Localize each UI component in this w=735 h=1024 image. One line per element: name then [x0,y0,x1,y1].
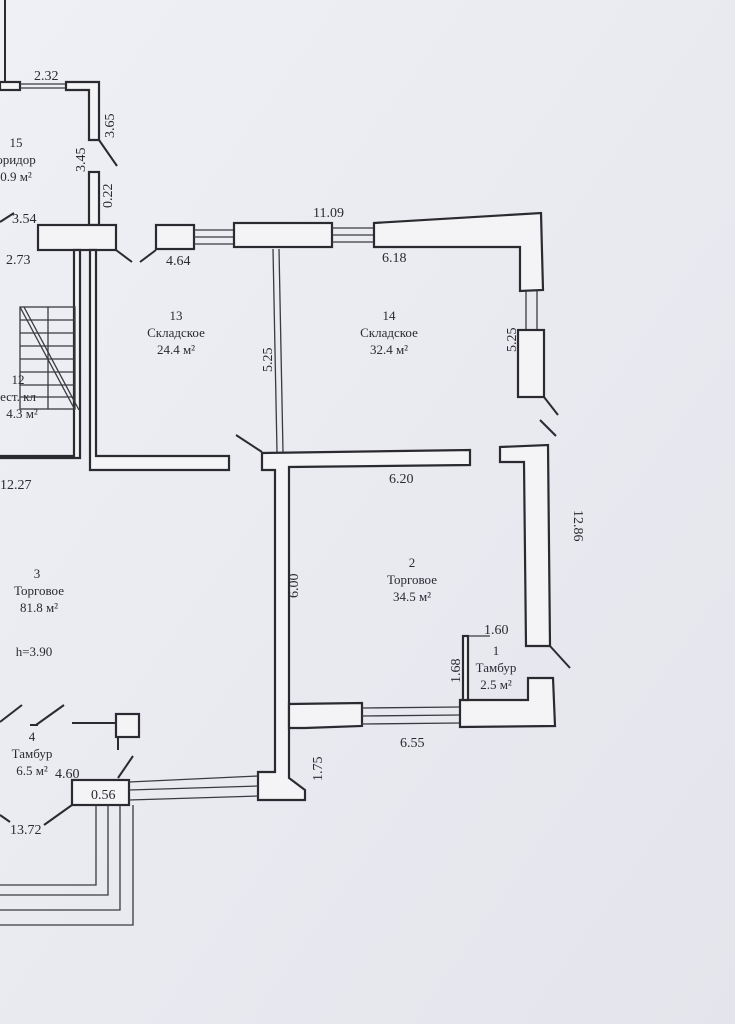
dimension-labels: 2.32 3.65 3.45 0.22 3.54 2.73 11.09 4.64… [0,69,585,838]
ceiling-height: h=3.90 [16,644,53,659]
staircase [19,306,80,411]
svg-text:ест. кл: ест. кл [0,389,36,404]
svg-text:0.56: 0.56 [91,788,116,803]
svg-text:15: 15 [10,135,23,150]
svg-text:6.18: 6.18 [382,251,407,266]
room-1-label: 1 Тамбур 2.5 м² [476,643,517,692]
svg-text:11.09: 11.09 [313,206,344,221]
svg-text:34.5 м²: 34.5 м² [393,589,431,604]
svg-text:6.20: 6.20 [389,472,414,487]
svg-text:13: 13 [170,308,183,323]
svg-text:Складское: Складское [147,325,205,340]
svg-text:1.60: 1.60 [484,623,509,638]
room-12-label: 12 ест. кл 4.3 м² [0,372,38,421]
svg-text:12.86: 12.86 [570,510,585,542]
walls [0,0,571,926]
svg-text:3.54: 3.54 [12,212,37,227]
svg-text:4.64: 4.64 [166,254,191,269]
svg-text:5.25: 5.25 [261,348,276,373]
svg-text:0.9 м²: 0.9 м² [0,169,32,184]
svg-text:13.72: 13.72 [10,823,42,838]
room-4-label: 4 Тамбур 6.5 м² [12,729,53,778]
svg-text:3.45: 3.45 [74,148,89,173]
svg-text:4: 4 [29,729,36,744]
svg-text:1: 1 [493,643,500,658]
svg-text:3.65: 3.65 [103,114,118,139]
svg-text:6.55: 6.55 [400,736,425,751]
svg-text:32.4 м²: 32.4 м² [370,342,408,357]
svg-text:Складское: Складское [360,325,418,340]
room-2-label: 2 Торговое 34.5 м² [387,555,437,604]
svg-text:2.32: 2.32 [34,69,59,84]
svg-text:6.5 м²: 6.5 м² [16,763,48,778]
room-3-label: 3 Торговое 81.8 м² h=3.90 [14,566,64,659]
svg-text:24.4 м²: 24.4 м² [157,342,195,357]
svg-text:1.75: 1.75 [311,757,326,782]
svg-text:6.00: 6.00 [287,574,302,599]
svg-text:Торговое: Торговое [387,572,437,587]
entrance-steps [0,805,134,926]
svg-text:2: 2 [409,555,416,570]
svg-text:Тамбур: Тамбур [476,660,517,675]
svg-text:14: 14 [383,308,397,323]
svg-text:81.8 м²: 81.8 м² [20,600,58,615]
svg-text:12: 12 [12,372,25,387]
svg-text:3: 3 [34,566,41,581]
svg-text:2.5 м²: 2.5 м² [480,677,512,692]
svg-text:12.27: 12.27 [0,478,32,493]
room-13-label: 13 Складское 24.4 м² [147,308,205,357]
svg-text:Тамбур: Тамбур [12,746,53,761]
svg-text:0.22: 0.22 [101,184,116,209]
svg-text:2.73: 2.73 [6,253,31,268]
room-15-label: 15 оридор 0.9 м² [0,135,36,184]
room-14-label: 14 Складское 32.4 м² [360,308,418,357]
svg-text:5.25: 5.25 [505,328,520,353]
svg-text:оридор: оридор [0,152,36,167]
svg-text:Торговое: Торговое [14,583,64,598]
svg-text:4.60: 4.60 [55,767,80,782]
svg-text:1.68: 1.68 [449,659,464,684]
svg-text:4.3 м²: 4.3 м² [6,406,38,421]
